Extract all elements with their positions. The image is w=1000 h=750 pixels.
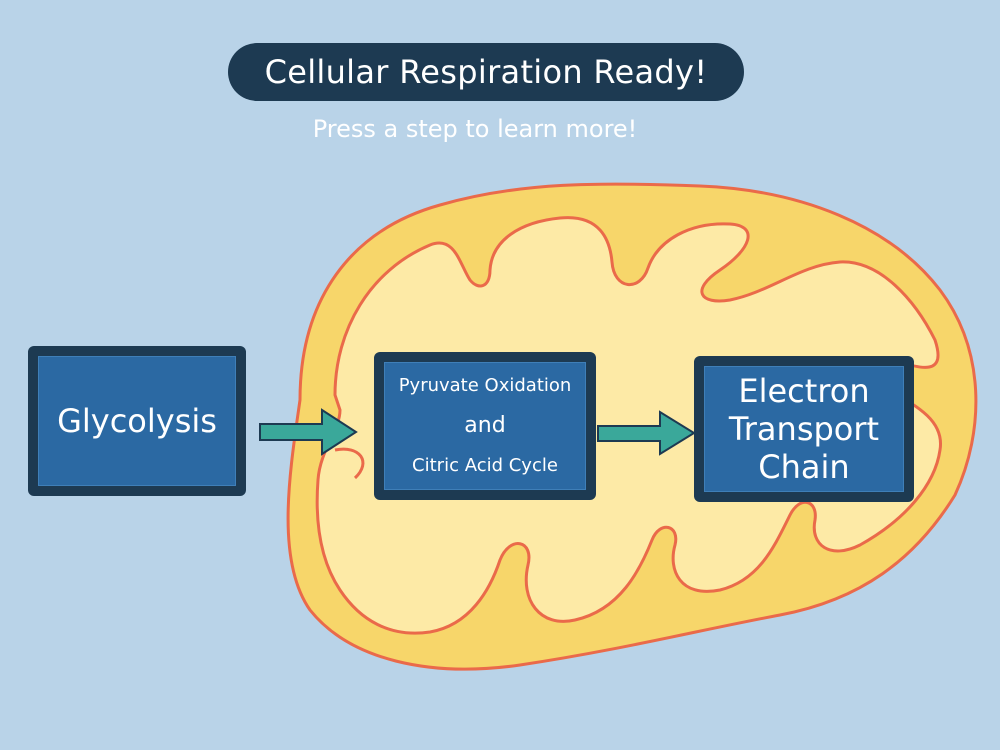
glycolysis-label: Glycolysis — [57, 402, 217, 440]
etc-label-line-3: Chain — [758, 448, 850, 486]
glycolysis-step-button[interactable]: Glycolysis — [28, 346, 246, 496]
etc-label-line-1: Electron — [738, 372, 870, 410]
crista-fold — [334, 447, 365, 480]
arrow-right-icon — [259, 408, 358, 456]
citric-acid-cycle-label: Citric Acid Cycle — [412, 455, 558, 476]
arrow-right-icon — [597, 410, 696, 456]
etc-label-line-2: Transport — [728, 410, 880, 448]
electron-transport-step-panel[interactable]: Electron Transport Chain — [704, 366, 904, 492]
glycolysis-step-panel[interactable]: Glycolysis — [38, 356, 236, 486]
pyruvate-oxidation-label: Pyruvate Oxidation — [398, 375, 572, 396]
instruction-text: Press a step to learn more! — [312, 115, 638, 143]
page-title: Cellular Respiration Ready! — [228, 43, 744, 101]
page-title-text: Cellular Respiration Ready! — [264, 53, 708, 91]
pyruvate-citric-step-button[interactable]: Pyruvate Oxidation and Citric Acid Cycle — [374, 352, 596, 500]
and-label: and — [464, 413, 506, 438]
pyruvate-citric-step-panel[interactable]: Pyruvate Oxidation and Citric Acid Cycle — [384, 362, 586, 490]
electron-transport-step-button[interactable]: Electron Transport Chain — [694, 356, 914, 502]
